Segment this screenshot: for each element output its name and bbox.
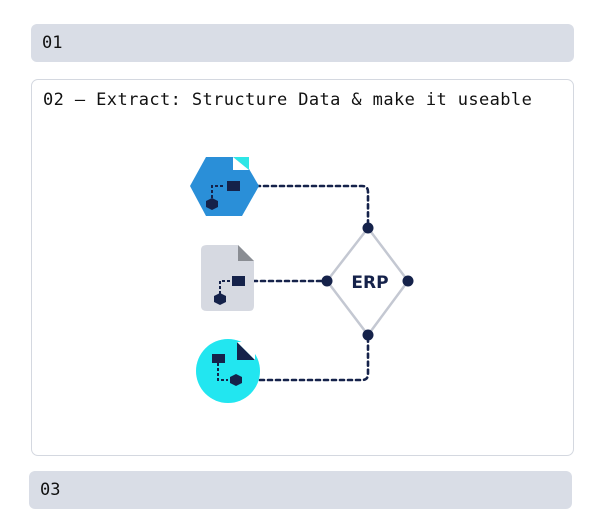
hub-dot-bottom	[362, 329, 374, 341]
blue-hexagon-document-icon	[190, 157, 259, 216]
step-02-title: 02 — Extract: Structure Data & make it u…	[43, 90, 533, 110]
step-02-panel: 02 — Extract: Structure Data & make it u…	[31, 79, 574, 456]
hub-dot-top	[362, 222, 374, 234]
step-03-label: 03	[40, 480, 61, 500]
connector-bottom	[234, 333, 370, 382]
gray-document-icon	[201, 245, 254, 311]
hub-dot-left	[321, 275, 333, 287]
step-01-label: 01	[42, 33, 63, 53]
step-03-bar[interactable]: 03	[29, 471, 572, 509]
connector-top	[238, 184, 370, 230]
step-01-bar[interactable]: 01	[31, 24, 574, 62]
hub-dot-right	[402, 275, 414, 287]
cyan-circle-document-icon	[196, 339, 260, 403]
erp-hub-label: ERP	[351, 273, 388, 293]
